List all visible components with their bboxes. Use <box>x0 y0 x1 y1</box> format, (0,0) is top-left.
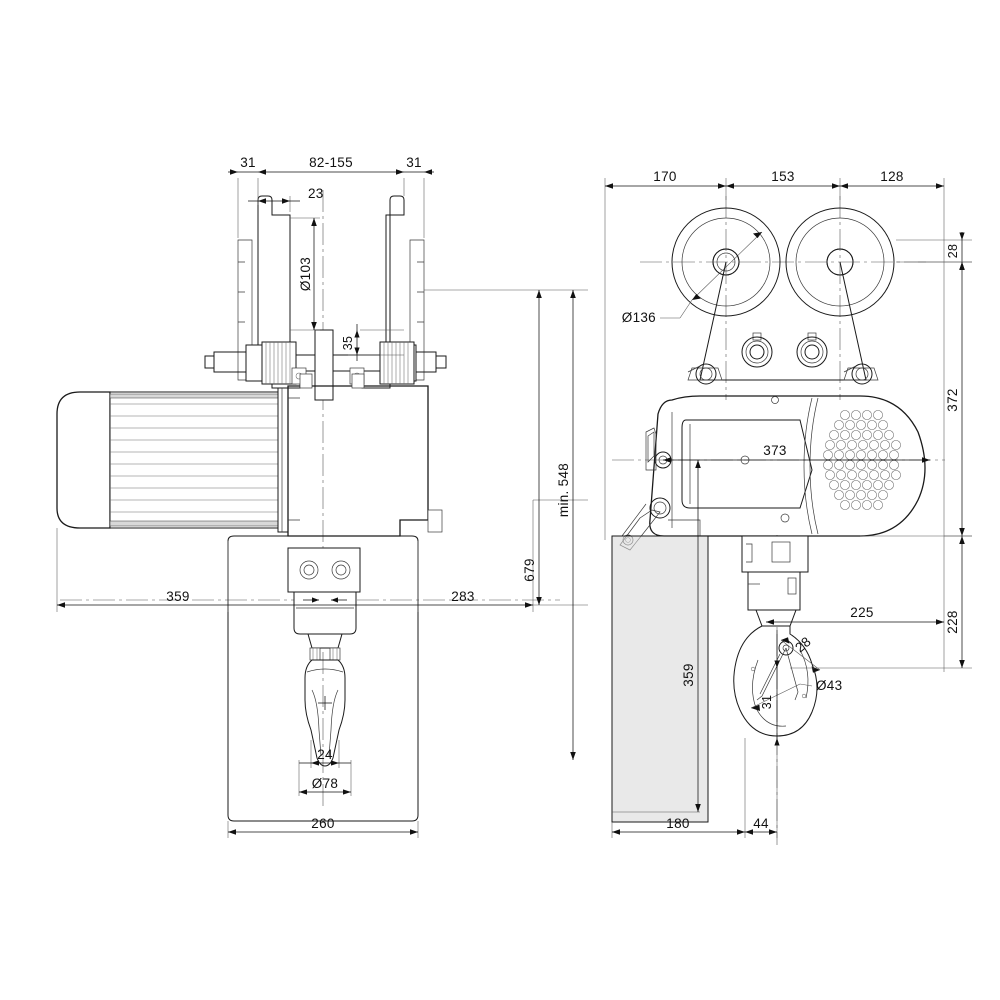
trolley-wheel-right <box>785 207 895 317</box>
dim-170: 170 <box>653 169 676 184</box>
dim-flange-right: 31 <box>406 155 422 170</box>
dim-front-top: 31 82-155 31 <box>228 155 434 238</box>
dim-228: 228 <box>945 610 960 633</box>
dim-axle-to-hook: 228 <box>790 535 972 669</box>
dim-hook-tip: 31 <box>760 630 780 746</box>
dim-beam-width: 82-155 <box>309 155 353 170</box>
dim-283: 283 <box>451 589 474 604</box>
dim-24: 24 <box>317 747 333 762</box>
dim-153: 153 <box>771 169 794 184</box>
dim-wheel-dia: Ø103 <box>290 217 320 331</box>
suspension-bolts <box>741 336 828 368</box>
dim-body-depth: 260 <box>227 816 419 838</box>
front-view <box>56 190 560 822</box>
dim-axle-height: 35 <box>341 324 404 361</box>
dim-dia43: Ø43 <box>816 678 842 693</box>
dim-679: 679 <box>522 558 537 581</box>
dim-hook-drop: 359 <box>612 460 701 813</box>
dim-44: 44 <box>753 816 769 831</box>
dim-359-front: 359 <box>166 589 189 604</box>
dim-hook-throat: 24 <box>299 740 351 768</box>
trolley-side-plates <box>237 195 425 389</box>
dim-side-bottom: 180 44 <box>611 738 778 838</box>
axle-hub-right <box>379 341 415 385</box>
dim-359-side: 359 <box>681 663 696 686</box>
side-view-dimensions: 170 153 128 28 372 <box>604 169 972 838</box>
dim-plate-offset: 23 <box>248 186 324 212</box>
motor-body <box>56 373 443 537</box>
dim-body-length: 373 <box>663 443 930 463</box>
trolley-wheel-left <box>671 207 781 317</box>
dim-min548: min. 548 <box>556 463 571 517</box>
dim-dia136: Ø136 <box>622 310 656 325</box>
dim-260: 260 <box>311 816 334 831</box>
dim-128: 128 <box>880 169 903 184</box>
hoist-body <box>619 395 926 551</box>
trolley-axle-assembly <box>204 329 447 401</box>
dim-dia103: Ø103 <box>298 257 313 291</box>
dim-373: 373 <box>763 443 786 458</box>
trolley-yoke <box>687 248 879 385</box>
chain-guide-block <box>287 547 361 593</box>
dim-28-rail: 28 <box>946 244 960 259</box>
side-view: Ø136 <box>611 196 945 845</box>
dim-hook-offset: 225 <box>766 605 944 625</box>
fan-grille <box>823 410 901 510</box>
dim-23: 23 <box>308 186 324 201</box>
dim-dia78: Ø78 <box>312 776 338 791</box>
load-chain-box <box>227 535 419 822</box>
dim-225: 225 <box>850 605 873 620</box>
axle-hub-left <box>261 341 297 385</box>
dim-180: 180 <box>666 816 689 831</box>
dim-372: 372 <box>945 388 960 411</box>
centre-vertical-dimensions: 679 min. 548 <box>424 289 588 760</box>
dim-hook-dia: Ø78 <box>298 760 352 796</box>
dim-front-mid: 359 283 <box>56 500 534 612</box>
dim-side-top: 170 153 128 <box>604 169 945 672</box>
dim-flange-left: 31 <box>240 155 256 170</box>
front-view-dimensions: 31 82-155 31 23 Ø103 <box>56 155 534 838</box>
dim-31-hook: 31 <box>760 695 774 710</box>
side-lugs <box>687 363 879 385</box>
dim-35: 35 <box>341 336 355 351</box>
